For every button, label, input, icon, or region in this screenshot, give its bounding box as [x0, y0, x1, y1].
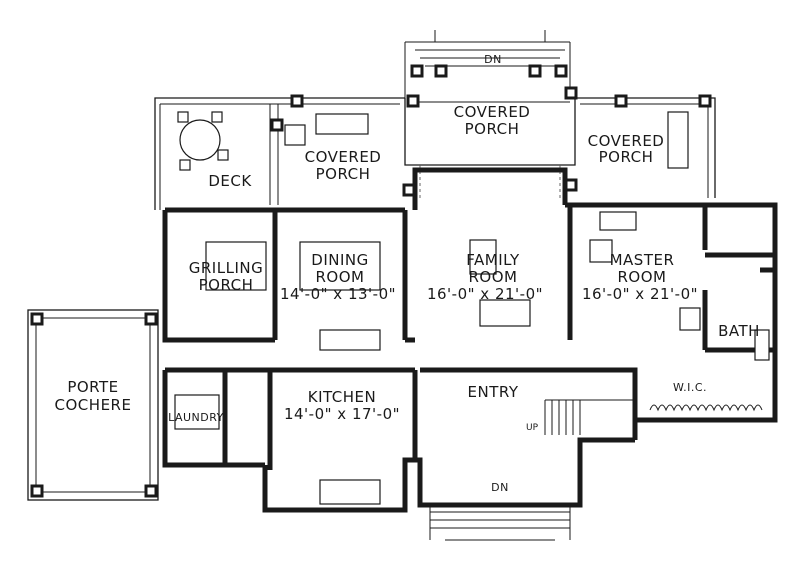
dining-room-label-line1: DINING: [311, 251, 368, 269]
kitchen-label-line1: KITCHEN: [308, 388, 377, 406]
covered-porch-right-label-line1: COVERED: [588, 132, 665, 150]
left-porch-deck-outline: [154, 97, 405, 210]
porte-cochere-outline: [27, 309, 159, 501]
entry-stairs-up-label: UP: [526, 423, 539, 433]
covered-porch-right-label-line2: PORCH: [599, 148, 654, 166]
kitchen-dimensions: 14'-0" x 17'-0": [284, 405, 400, 423]
bath-label: BATH: [718, 322, 760, 340]
furniture: [174, 111, 770, 505]
family-room-dimensions: 16'-0" x 21'-0": [427, 285, 543, 303]
dining-room-dimensions: 14'-0" x 13'-0": [280, 285, 396, 303]
master-room-label-line1: MASTER: [610, 251, 675, 269]
grilling-porch-label-line1: GRILLING: [189, 259, 263, 277]
top-covered-porch-outline: [404, 98, 576, 200]
porte-cochere-label-line2: COCHERE: [55, 396, 132, 414]
covered-porch-left-label-line2: PORCH: [316, 165, 371, 183]
entry-label: ENTRY: [468, 383, 519, 401]
dining-room-label-line2: ROOM: [316, 268, 365, 286]
grilling-porch-label-line2: PORCH: [199, 276, 254, 294]
family-room-label-line2: ROOM: [469, 268, 518, 286]
wic-label: W.I.C.: [673, 381, 707, 394]
covered-porch-top-label-line2: PORCH: [465, 120, 520, 138]
covered-porch-top-label-line1: COVERED: [454, 103, 531, 121]
master-room-dimensions: 16'-0" x 21'-0": [582, 285, 698, 303]
master-room-label-line2: ROOM: [618, 268, 667, 286]
entry-stair: [544, 399, 635, 435]
porch-posts: [270, 64, 712, 197]
bottom-steps: [429, 505, 571, 541]
wic-hanging-rods: [649, 404, 763, 412]
covered-porch-left-label-line1: COVERED: [305, 148, 382, 166]
family-room-label-line1: FAMILY: [466, 251, 520, 269]
top-stairs-dn-label: DN: [484, 53, 502, 66]
exterior-walls: [162, 167, 778, 513]
bottom-stairs-dn-label: DN: [491, 481, 509, 494]
deck-label: DECK: [208, 172, 252, 190]
porte-cochere-label-line1: PORTE: [67, 378, 118, 396]
laundry-label: LAUNDRY: [168, 411, 224, 424]
